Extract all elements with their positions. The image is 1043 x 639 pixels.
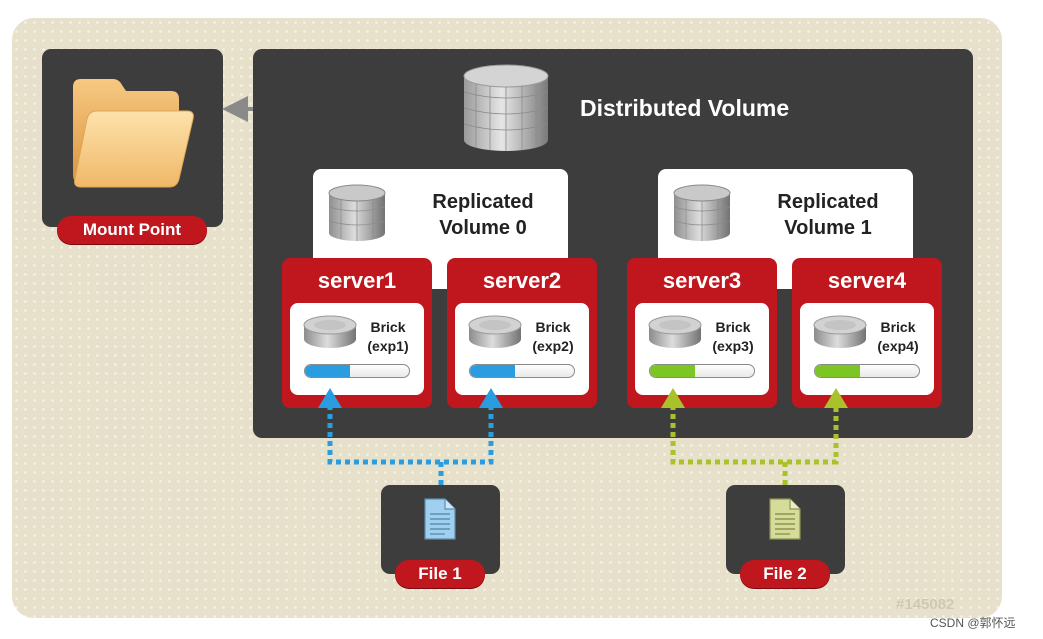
server-card-4: server4 Brick (exp4) — [792, 258, 942, 408]
replicated-volume-1-line1: Replicated — [777, 191, 879, 213]
server-name: server3 — [662, 268, 742, 293]
brick-usage-fill — [815, 365, 860, 377]
image-id-watermark: #145082 — [896, 596, 955, 613]
file-1-panel — [381, 485, 500, 574]
arrow-head-server1 — [318, 388, 342, 408]
document-icon — [769, 498, 801, 540]
brick-usage-fill — [470, 365, 515, 377]
brick-usage-bar — [469, 364, 575, 378]
replicated-volume-0-line1: Replicated — [432, 191, 534, 213]
brick-label-line2: (exp2) — [532, 338, 574, 354]
brick-usage-bar — [649, 364, 755, 378]
replicated-volume-0-title: Replicated Volume 0 — [413, 189, 553, 241]
file-2-label: File 2 — [740, 560, 830, 588]
brick-card: Brick (exp1) — [290, 303, 424, 395]
brick-label-line1: Brick — [715, 319, 751, 335]
brick-card: Brick (exp4) — [800, 303, 934, 395]
document-icon — [424, 498, 456, 540]
brick-label-line2: (exp1) — [367, 338, 409, 354]
server-card-3: server3 Brick (exp3) — [627, 258, 777, 408]
distributed-volume-title: Distributed Volume — [580, 95, 790, 121]
source-credit: CSDN @郭怀远 — [930, 616, 1016, 630]
brick-usage-bar — [814, 364, 920, 378]
brick-label-line2: (exp3) — [712, 338, 754, 354]
replicated-volume-0-line2: Volume 0 — [439, 217, 527, 239]
file-1-label: File 1 — [395, 560, 485, 588]
server-name: server4 — [827, 268, 907, 293]
brick-label: Brick (exp3) — [703, 318, 763, 356]
arrow-head-server3 — [661, 388, 685, 408]
server-card-1: server1 Brick (exp1) — [282, 258, 432, 408]
brick-label-line1: Brick — [535, 319, 571, 335]
file-2-panel — [726, 485, 845, 574]
arrow-head-server2 — [479, 388, 503, 408]
replicated-volume-1-title: Replicated Volume 1 — [758, 189, 898, 241]
replicated-volume-1-line2: Volume 1 — [784, 217, 872, 239]
brick-label: Brick (exp4) — [868, 318, 928, 356]
brick-label-line1: Brick — [880, 319, 916, 335]
mount-point-label: Mount Point — [57, 216, 207, 244]
brick-card: Brick (exp3) — [635, 303, 769, 395]
brick-usage-fill — [650, 365, 695, 377]
brick-label-line1: Brick — [370, 319, 406, 335]
brick-label: Brick (exp1) — [358, 318, 418, 356]
arrow-head-server4 — [824, 388, 848, 408]
file-1-connector — [327, 405, 494, 487]
server-card-2: server2 Brick (exp2) — [447, 258, 597, 408]
brick-label-line2: (exp4) — [877, 338, 919, 354]
brick-usage-bar — [304, 364, 410, 378]
storage-cylinder-icon — [463, 64, 549, 151]
brick-label: Brick (exp2) — [523, 318, 583, 356]
brick-usage-fill — [305, 365, 350, 377]
server-name: server1 — [317, 268, 397, 293]
mount-point-panel — [42, 49, 223, 227]
file-2-connector — [670, 405, 839, 487]
small-cylinder-icon — [328, 184, 386, 241]
server-name: server2 — [482, 268, 562, 293]
folder-icon — [73, 79, 194, 188]
small-cylinder-icon — [673, 184, 731, 241]
brick-card: Brick (exp2) — [455, 303, 589, 395]
